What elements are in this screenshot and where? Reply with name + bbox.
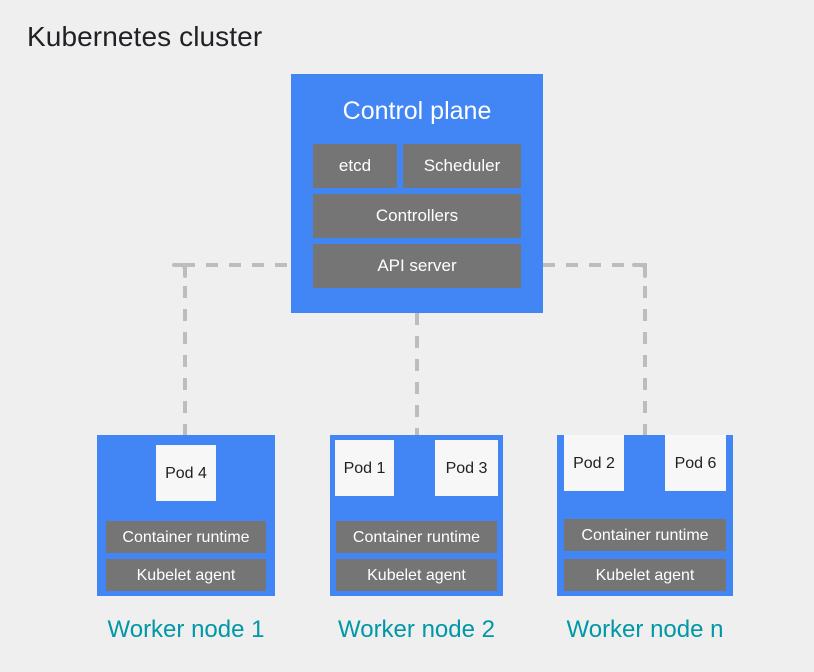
page-title: Kubernetes cluster (27, 21, 263, 52)
container-runtime-bar[interactable]: Container runtime (336, 521, 497, 553)
control-plane-component-controllers[interactable]: Controllers (313, 194, 521, 238)
pod-box[interactable]: Pod 3 (435, 440, 498, 496)
container-runtime-bar[interactable]: Container runtime (106, 521, 266, 553)
kubelet-agent-bar[interactable]: Kubelet agent (336, 559, 497, 591)
pod-box[interactable]: Pod 2 (564, 435, 624, 491)
kubelet-agent-bar[interactable]: Kubelet agent (106, 559, 266, 591)
pod-box[interactable]: Pod 6 (665, 435, 726, 491)
control-plane-container[interactable]: Control plane etcd Scheduler Controllers… (291, 74, 543, 313)
worker-node-1-container[interactable]: Pod 4 Container runtime Kubelet agent (97, 435, 275, 596)
worker-node-1-caption: Worker node 1 (107, 616, 265, 643)
control-plane-top-row: etcd Scheduler (313, 144, 521, 188)
control-plane-component-scheduler[interactable]: Scheduler (403, 144, 521, 188)
connector-elbow-right (632, 263, 647, 278)
pod-box[interactable]: Pod 1 (335, 440, 394, 496)
connector-elbow-left (172, 263, 187, 278)
container-runtime-bar[interactable]: Container runtime (564, 519, 726, 551)
worker-node-2-container[interactable]: Pod 1 Pod 3 Container runtime Kubelet ag… (330, 435, 503, 596)
control-plane-component-etcd[interactable]: etcd (313, 144, 397, 188)
worker-node-n-caption: Worker node n (566, 616, 724, 643)
worker-node-n-container[interactable]: Pod 2 Pod 6 Container runtime Kubelet ag… (557, 435, 733, 596)
kubelet-agent-bar[interactable]: Kubelet agent (564, 559, 726, 591)
pod-box[interactable]: Pod 4 (156, 445, 216, 501)
worker-node-2-caption: Worker node 2 (338, 616, 495, 643)
control-plane-component-api-server[interactable]: API server (313, 244, 521, 288)
control-plane-title: Control plane (342, 97, 492, 125)
